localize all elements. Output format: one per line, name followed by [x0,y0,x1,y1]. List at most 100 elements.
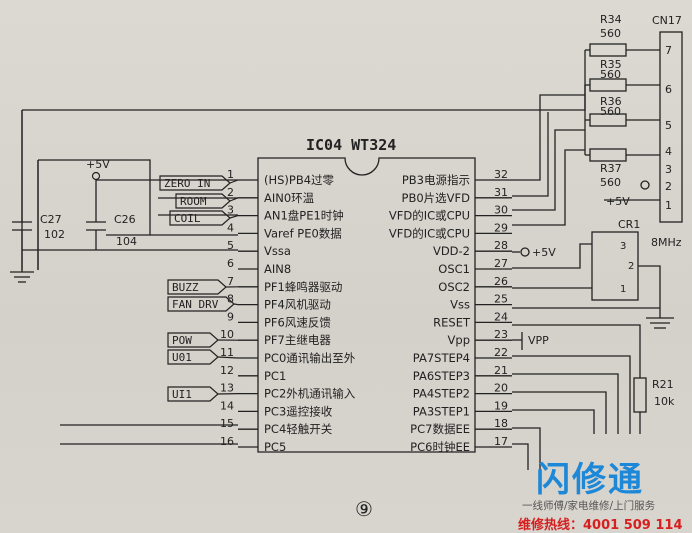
right-pin-label: PA3STEP1 [413,404,470,418]
left-pin-number: 1 [227,168,234,181]
cap-c26-value: 104 [116,235,137,248]
left-pin-number: 7 [227,275,234,288]
vpp-label: VPP [528,334,549,347]
r36-value: 560 [600,105,621,118]
vcc-left-label: +5V [86,158,110,171]
right-pin-label: PC7数据EE [410,422,470,436]
left-pin-label: AN1盘PE1时钟 [264,209,344,223]
signal-tag-outline [159,175,231,191]
right-pin-number: 30 [494,204,508,217]
right-pin-label: VDD-2 [433,244,470,258]
right-pin-label: VFD的IC或CPU [389,226,470,240]
signal-tag-label: ROOM [180,195,207,208]
signal-tag-label: ZERO IN [164,177,210,190]
left-pin-number: 13 [220,382,234,395]
cn17-pin-1: 1 [665,199,672,212]
left-pin-label: Varef PE0数据 [264,226,342,240]
ic-body [257,157,476,453]
signal-tag-outline [167,332,219,348]
left-pin-label: Vssa [264,244,291,258]
right-pin-label: PA6STEP3 [413,369,470,383]
left-pin-label: PC3遥控接收 [264,404,333,418]
r35-value: 560 [600,68,621,81]
signal-tag-wire [229,179,239,184]
signal-tag-label: FAN DRV [172,298,219,311]
left-pin-label: PC4轻触开关 [264,422,333,436]
right-pin-label: PB3电源指示 [402,173,470,187]
signal-tag: COIL [169,210,239,226]
signal-tag-wire [229,215,239,219]
crystal-pin-1: 1 [620,284,626,295]
left-pin-label: PF6风速反馈 [264,315,331,329]
watermark-tagline: 一线师傅/家电维修/上门服务 [522,500,656,512]
left-pin-label: PF7主继电器 [264,333,331,347]
right-pin-label: PA4STEP2 [413,387,470,401]
left-pin-label: (HS)PB4过零 [264,173,335,187]
left-pin-number: 14 [220,399,234,412]
signal-tag-label: U01 [172,351,192,364]
signal-tag: POW [167,332,239,348]
r21-value: 10k [654,395,675,408]
right-pin-number: 24 [494,310,508,323]
left-pin-label: AIN8 [264,262,291,276]
signal-tag-outline [167,349,219,365]
cn17-pin-4: 4 [665,145,672,158]
signal-tag-outline [167,296,235,312]
right-pin-label: PA7STEP4 [413,351,470,365]
r34-ref: R34 [600,13,622,26]
cap-c26-ref: C26 [114,213,136,226]
cn17-pin-7: 7 [665,44,672,57]
signal-tag-outline [169,210,231,226]
signal-tag-wire [217,356,239,359]
signal-tag-outline [175,193,231,209]
cn17-pin-6: 6 [665,83,672,96]
right-pin-label: Vpp [448,333,470,347]
signal-tag: UI1 [167,386,239,402]
right-pin-label: RESET [433,315,471,329]
right-pin-number: 32 [494,168,508,181]
left-pin-number: 4 [227,221,234,234]
cap-c27-ref: C27 [40,213,62,226]
right-pin-label: PB0片选VFD [402,191,471,205]
signal-tag-label: UI1 [172,388,192,401]
left-pin-label: PF4风机驱动 [264,298,331,312]
right-pin-number: 25 [494,293,508,306]
right-pin-label: PC6时钟EE [410,440,470,454]
signal-tag-label: COIL [174,212,201,225]
crystal-pin-2: 2 [628,261,634,272]
right-pin-number: 21 [494,364,508,377]
right-pin-number: 23 [494,328,508,341]
vcc-connector-label: +5V [606,195,630,208]
cap-c27-value: 102 [44,228,65,241]
signal-tag-wire [233,303,239,306]
signal-tag-outline [167,386,219,402]
left-pin-label: PC0通讯输出至外 [264,351,356,365]
signal-tag-wire [229,197,239,202]
left-pin-label: PC2外机通讯输入 [264,387,356,401]
crystal-freq: 8MHz [651,236,682,249]
left-pin-number: 8 [227,293,234,306]
right-pin-number: 20 [494,382,508,395]
signal-tag-outline [167,279,227,295]
left-pin-number: 2 [227,186,234,199]
r21-ref: R21 [652,378,674,391]
right-pin-number: 19 [494,399,508,412]
signal-tag: U01 [167,349,239,365]
left-pin-label: PC5 [264,440,286,454]
right-pin-number: 31 [494,186,508,199]
signal-tag: FAN DRV [167,296,239,312]
watermark-logo: 闪修通 一线师傅/家电维修/上门服务 维修热线：4001 509 114 [518,452,688,533]
cn17-pin-2: 2 [665,180,672,193]
left-pin-number: 6 [227,257,234,270]
right-pin-number: 22 [494,346,508,359]
right-pin-number: 29 [494,221,508,234]
cn17-pin-5: 5 [665,119,672,132]
signal-tag-label: BUZZ [172,281,199,294]
left-pin-label: AIN0环温 [264,191,315,205]
left-pin-number: 5 [227,239,234,252]
r35-ref: R35 [600,58,622,71]
left-pin-number: 12 [220,364,234,377]
left-pin-number: 15 [220,417,234,430]
watermark-hotline: 维修热线：4001 509 114 [518,518,683,533]
